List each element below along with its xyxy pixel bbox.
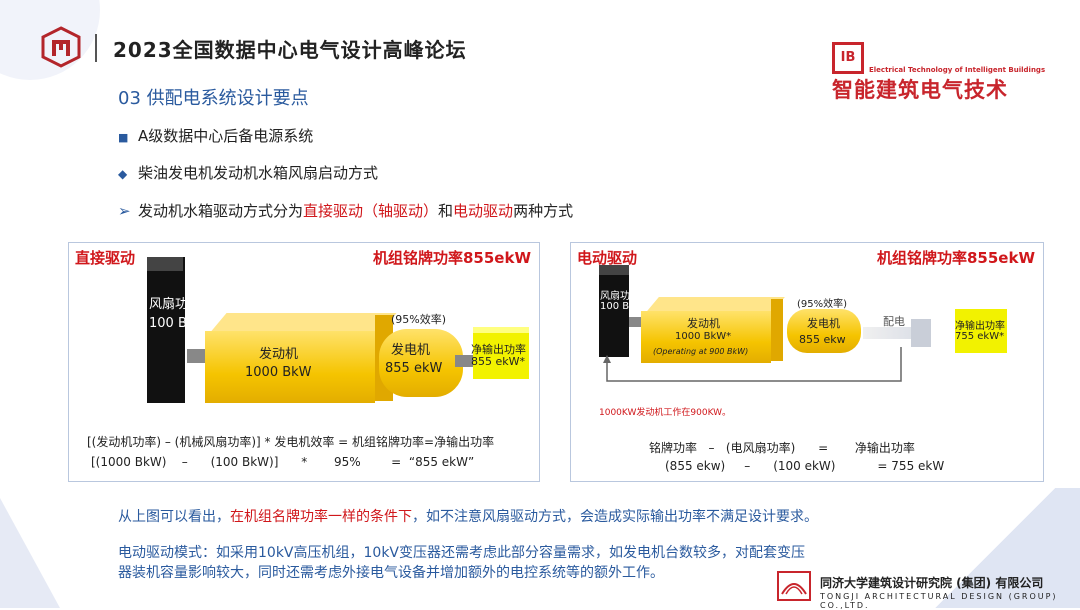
panel-rating: 机组铭牌功率855ekW — [876, 249, 1035, 267]
footer-org-name: 同济大学建筑设计研究院 (集团) 有限公司 — [820, 576, 1044, 590]
generator-value: 855 ekw — [799, 333, 846, 346]
brand-mark-icon: IB — [832, 42, 864, 74]
engine-block — [205, 331, 375, 403]
note-text: 1000KW发动机工作在900KW。 — [599, 408, 732, 418]
efficiency-label: (95%效率) — [797, 299, 848, 310]
shaft — [455, 355, 473, 367]
fan-value: 100 BkW — [149, 316, 208, 331]
corner-decoration — [0, 498, 60, 608]
engine-note: (Operating at 900 BkW) — [653, 347, 749, 356]
generator-value: 855 ekW — [385, 361, 443, 376]
distribution-shaft — [863, 327, 925, 339]
generator-block — [379, 329, 463, 397]
tongji-logo-icon — [777, 571, 811, 601]
bullet-item: ➢发动机水箱驱动方式分为直接驱动（轴驱动）和电动驱动两种方式 — [118, 202, 574, 220]
engine-block — [641, 311, 771, 363]
output-block — [955, 309, 1007, 353]
formula-line: 铭牌功率 – (电风扇功率) = 净输出功率 — [649, 441, 915, 455]
engine-value: 1000 BkW* — [675, 331, 732, 342]
header-divider — [95, 34, 97, 62]
electric-drive-panel: 电动驱动 机组铭牌功率855ekW 风扇功率 100 BkW 发动机 1000 … — [570, 242, 1044, 482]
bullet-item: ◆柴油发电机发动机水箱风扇启动方式 — [118, 164, 379, 182]
output-label: 净输出功率 — [471, 343, 526, 356]
note-paragraph: 器装机容量影响较大，同时还需考虑外接电气设备并增加额外的电控系统等的额外工作。 — [118, 565, 664, 581]
panel-title: 直接驱动 — [75, 249, 136, 267]
fan-value: 100 BkW — [600, 301, 645, 312]
square-bullet-icon: ■ — [118, 131, 129, 144]
direct-drive-panel: 直接驱动 机组铭牌功率855ekW 风扇功率 100 BkW 发动机 1000 … — [68, 242, 540, 482]
feedback-arrow-icon — [603, 347, 902, 382]
conclusion-text: 从上图可以看出，在机组名牌功率一样的条件下，如不注意风扇驱动方式，会造成实际输出… — [118, 509, 818, 525]
arrow-bullet-icon: ➢ — [118, 202, 131, 220]
distribution-label: 配电 — [883, 315, 905, 328]
diamond-bullet-icon: ◆ — [118, 167, 128, 181]
shaft — [187, 349, 205, 363]
shaft — [629, 317, 641, 327]
generator-label: 发电机 — [391, 343, 431, 358]
efficiency-label: (95%效率) — [391, 313, 447, 326]
fan-block — [599, 265, 629, 357]
brand-logo: IB 智能建筑电气技术 Electrical Technology of Inte… — [832, 42, 1046, 102]
fan-label: 风扇功率 — [600, 291, 640, 302]
corner-decoration — [910, 488, 1080, 608]
forum-logo-icon — [41, 26, 81, 68]
brand-subtitle: Electrical Technology of Intelligent Bui… — [869, 66, 1046, 74]
bullet-item: ■A级数据中心后备电源系统 — [118, 127, 314, 145]
output-value: 855 ekW* — [471, 355, 526, 368]
panel-title: 电动驱动 — [577, 249, 638, 267]
formula-line: [(1000 BkW) – (100 BkW)] * 95% = “855 ek… — [91, 455, 475, 469]
output-label: 净输出功率 — [955, 321, 1005, 332]
engine-value: 1000 BkW — [245, 365, 312, 380]
formula-line: (855 ekw) – (100 ekW) = 755 ekW — [665, 459, 945, 473]
footer-org-name-en: TONGJI ARCHITECTURAL DESIGN (GROUP) CO.,… — [820, 592, 1058, 610]
fan-block — [147, 257, 185, 403]
page-title: 2023全国数据中心电气设计高峰论坛 — [113, 38, 467, 62]
output-block — [473, 333, 529, 379]
formula-line: [(发动机功率) – (机械风扇功率)] * 发电机效率 = 机组铭牌功率=净输… — [87, 435, 495, 449]
generator-block — [787, 309, 861, 353]
generator-label: 发电机 — [807, 317, 840, 330]
engine-label: 发动机 — [687, 317, 720, 330]
panel-rating: 机组铭牌功率855ekW — [372, 249, 531, 267]
output-value: 755 ekW* — [955, 331, 1005, 342]
distribution-block — [911, 319, 931, 347]
note-paragraph: 电动驱动模式：如采用10kV高压机组，10kV变压器还需考虑此部分容量需求，如发… — [118, 545, 805, 561]
engine-label: 发动机 — [259, 347, 299, 362]
fan-label: 风扇功率 — [149, 297, 202, 312]
section-title: 03 供配电系统设计要点 — [118, 88, 309, 109]
brand-title: 智能建筑电气技术 — [832, 78, 1008, 102]
